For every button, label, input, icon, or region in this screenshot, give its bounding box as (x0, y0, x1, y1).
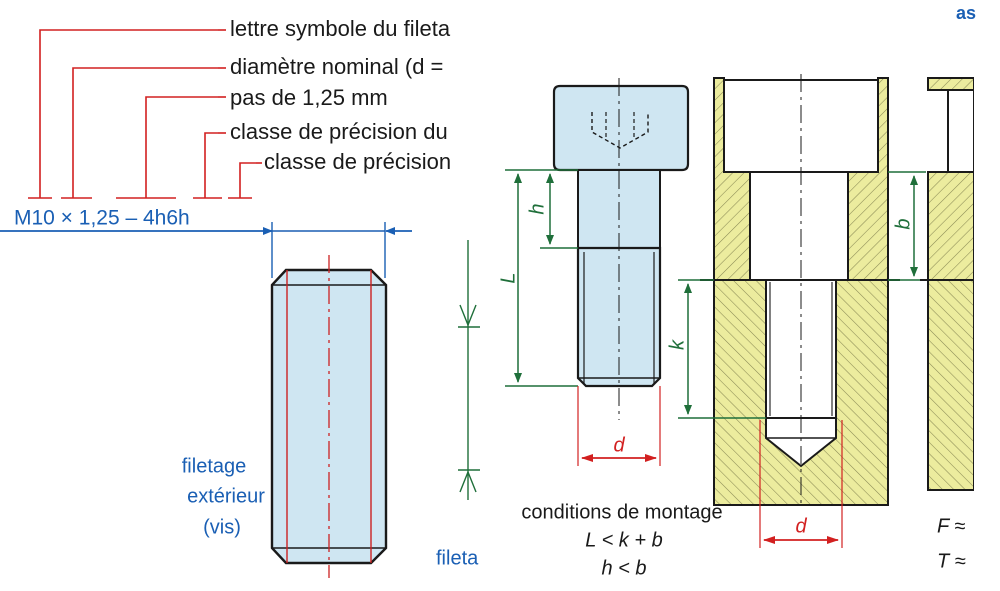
external-thread-caption: filetage extérieur (vis) fileta (182, 455, 479, 569)
hole-diameter-dim: d (759, 420, 843, 548)
screw-head (552, 84, 690, 172)
cut-green-dimension (458, 240, 480, 500)
caption-line-3: (vis) (203, 516, 241, 538)
label-L: L (497, 272, 519, 283)
external-thread-shaft (270, 255, 388, 578)
hex-socket (591, 112, 649, 149)
cap-screw (552, 78, 690, 420)
designation-leaders (28, 29, 262, 199)
label-b: b (892, 218, 914, 229)
header-fragment: as (956, 3, 976, 23)
caption-line-2: extérieur (187, 485, 265, 507)
assembly-dimensions (678, 171, 926, 419)
label-k: k (666, 339, 688, 350)
condition-line-1: L < k + b (585, 529, 662, 551)
label-h: h (526, 203, 548, 214)
caption-cut-fragment: fileta (436, 547, 479, 569)
thread-designation-code: M10 × 1,25 – 4h6h (14, 207, 190, 230)
label-d-screw: d (613, 434, 625, 456)
conditions-title: conditions de montage (521, 501, 722, 523)
designation-code-group: M10 × 1,25 – 4h6h (0, 207, 412, 278)
label-precision-class-2: classe de précision (264, 149, 451, 174)
code-backdrop (10, 207, 250, 229)
cut-off-part: as F ≈ T ≈ (920, 0, 1000, 591)
label-d-hole: d (795, 515, 807, 537)
designation-texts: lettre symbole du fileta diamètre nomina… (230, 16, 451, 174)
clearance-hole (749, 171, 849, 281)
condition-line-2: h < b (601, 557, 646, 579)
fragment-F: F ≈ (937, 515, 965, 537)
assembly-section (700, 74, 900, 508)
label-thread-letter: lettre symbole du fileta (230, 16, 451, 41)
fragment-T: T ≈ (937, 550, 966, 572)
screw-dimensions (505, 169, 578, 387)
label-nominal-diameter: diamètre nominal (d = (230, 54, 443, 79)
counterbore-head (723, 79, 879, 173)
caption-line-1: filetage (182, 455, 247, 477)
label-pitch: pas de 1,25 mm (230, 85, 388, 110)
mounting-conditions: conditions de montage L < k + b h < b (521, 501, 722, 579)
screw-diameter-dim: d (577, 386, 661, 466)
label-precision-class-1: classe de précision du (230, 119, 448, 144)
